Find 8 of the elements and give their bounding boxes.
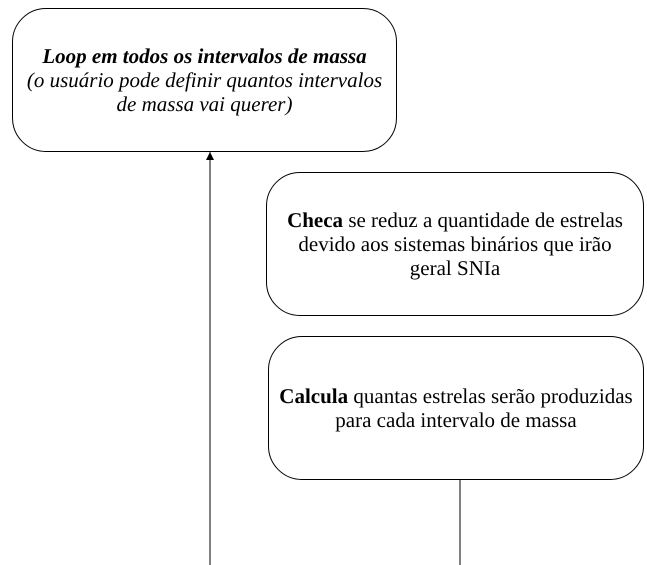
arrow [206, 152, 214, 565]
process-box [12, 8, 397, 152]
process-box [266, 172, 644, 316]
process-box [268, 336, 644, 480]
box-text: Calcula quantas estrelas serão produzidas para cada intervalo de massa [279, 384, 633, 432]
box-text: Checa se reduz a quantidade de estrelas devido aos sistemas binários que irão geral SNIa [286, 208, 624, 280]
box-text: (o usuário pode definir quantos intervalos de massa vai querer) [26, 68, 384, 116]
box-heading: Loop em todos os intervalos de massa [42, 44, 367, 68]
